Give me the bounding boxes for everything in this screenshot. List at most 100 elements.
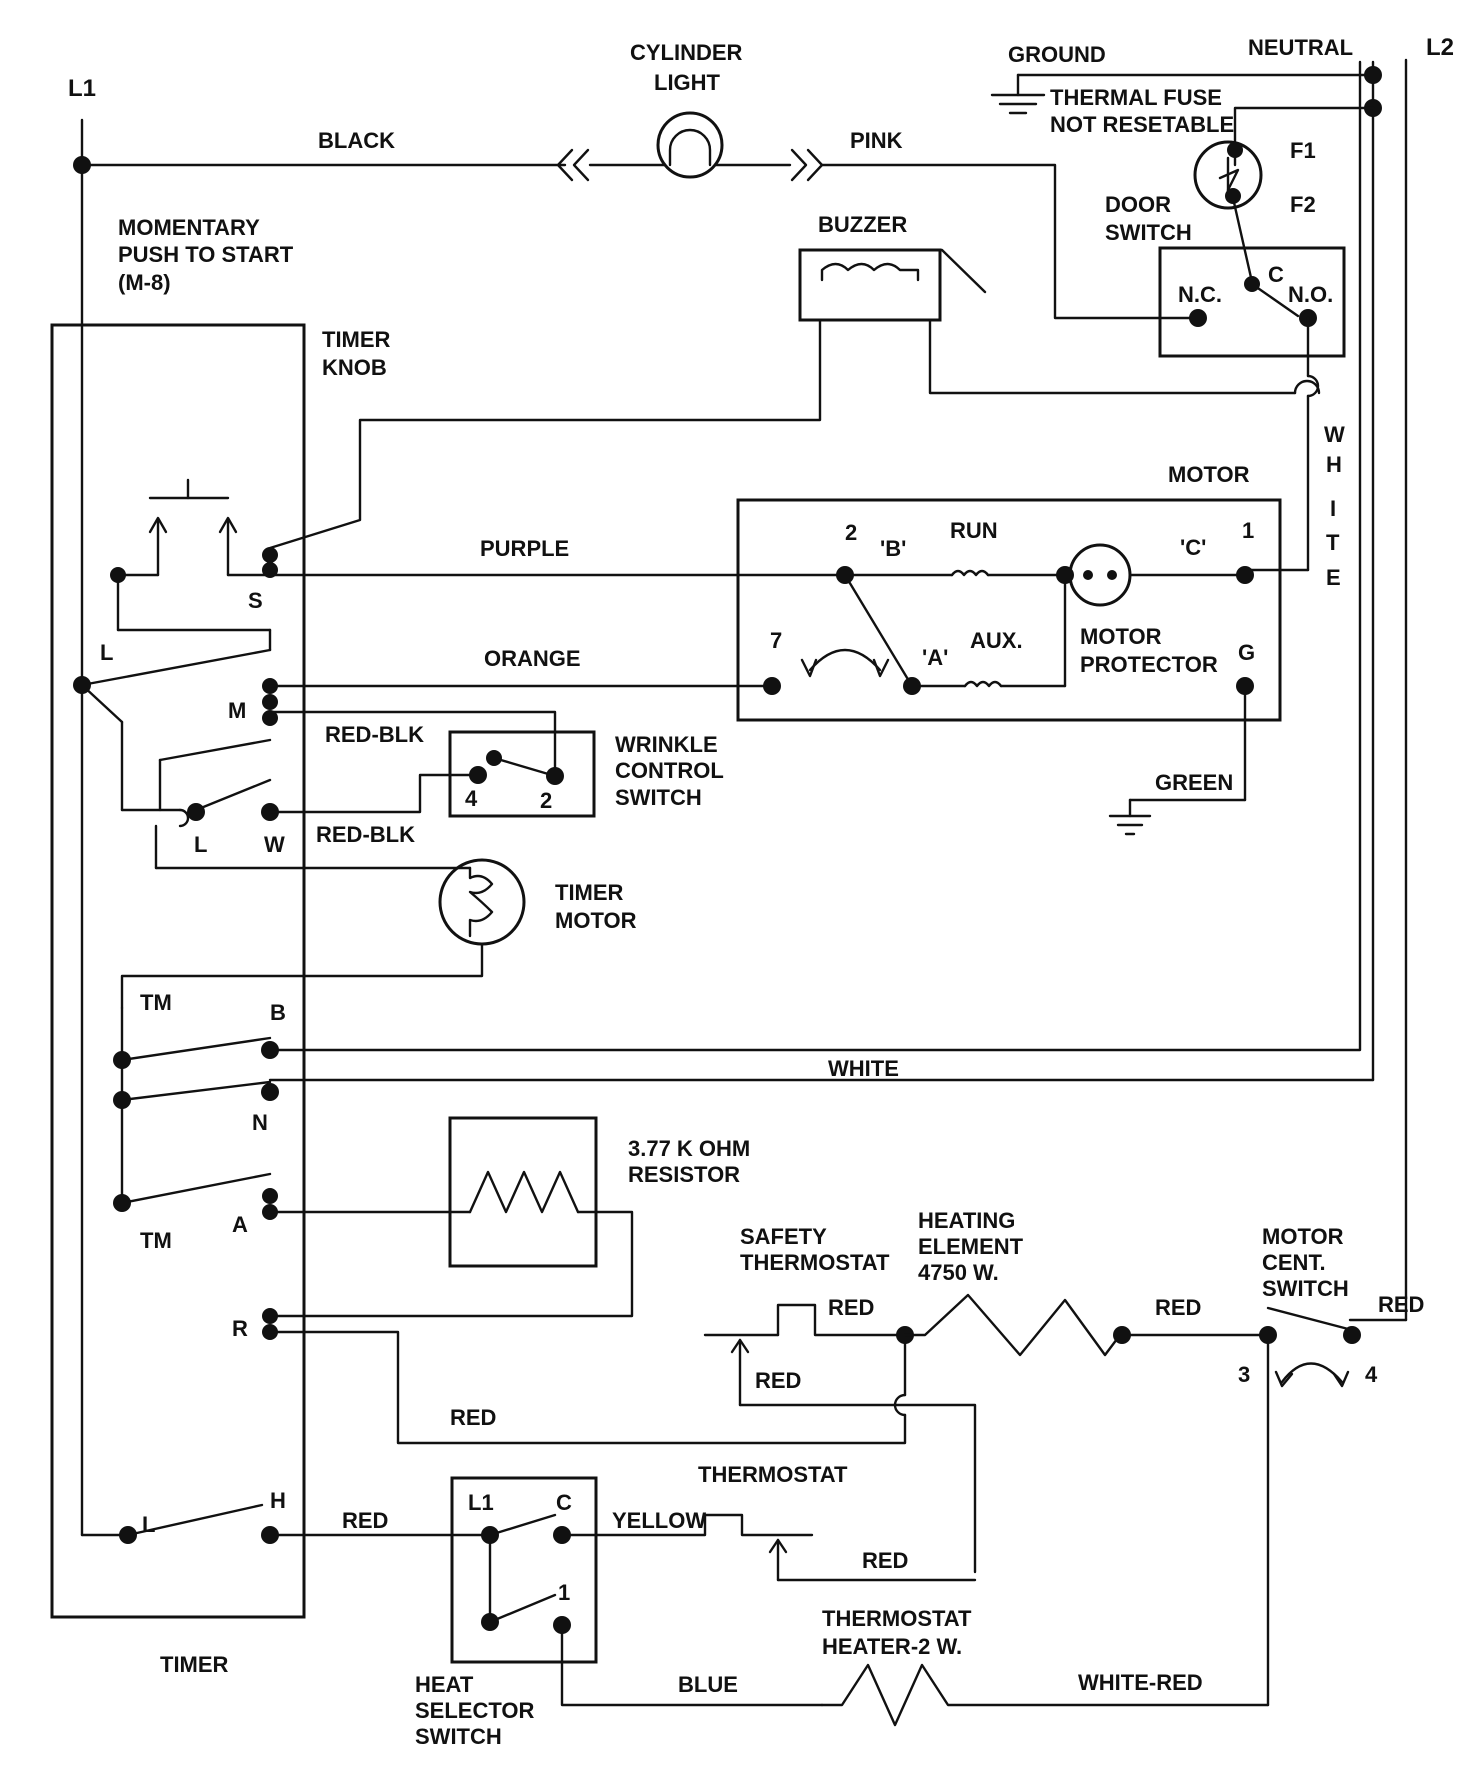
terminal-r-label: R: [232, 1316, 248, 1341]
cent-t4: [1343, 1326, 1361, 1344]
cylinder-light: [80, 111, 1197, 320]
motor: [736, 498, 1282, 836]
buzzer: [268, 248, 1321, 550]
white-letter-t: T: [1326, 530, 1340, 555]
white-letter-i: I: [1330, 496, 1336, 521]
motor-t7-label: 7: [770, 628, 782, 653]
door-switch-label-2: SWITCH: [1105, 220, 1192, 245]
resistor: [268, 1116, 634, 1318]
timer-body: [50, 323, 306, 1619]
terminal-h-dot: [261, 1526, 279, 1544]
terminal-tm-label: TM: [140, 990, 172, 1015]
terminal-r-dot-1: [262, 1308, 278, 1324]
terminal-l-dot: [73, 676, 91, 694]
motor-t2: [836, 566, 854, 584]
pink-wire-label: PINK: [850, 128, 903, 153]
red-blk-label-1: RED-BLK: [325, 722, 424, 747]
terminal-l2-label: L: [194, 832, 207, 857]
green-wire-label: GREEN: [1155, 770, 1233, 795]
red-thermostat-label: RED: [862, 1548, 908, 1573]
cent-t4-label: 4: [1365, 1362, 1378, 1387]
cent-switch-label-2: CENT.: [1262, 1250, 1326, 1275]
push-to-start: [116, 478, 272, 652]
motor-protector-label-1: MOTOR: [1080, 624, 1162, 649]
tm-dot-2: [113, 1091, 131, 1109]
wrinkle-control-switch: [268, 710, 596, 818]
door-c: [1244, 276, 1260, 292]
white-letter-w: W: [1324, 422, 1345, 447]
motor-t1: [1236, 566, 1254, 584]
timer-knob-label-2: KNOB: [322, 355, 387, 380]
l1-label: L1: [68, 75, 96, 102]
thermostat-heater-label-2: HEATER-2 W.: [822, 1634, 962, 1659]
white-letter-h: H: [1326, 452, 1342, 477]
wrinkle-t2: [546, 767, 564, 785]
fuse-f2: [1225, 188, 1241, 204]
momentary-label-1: MOMENTARY: [118, 215, 260, 240]
cent-t3-label: 3: [1238, 1362, 1250, 1387]
neutral-label: NEUTRAL: [1248, 35, 1353, 60]
motor-t2-label: 2: [845, 520, 857, 545]
red-element-label: RED: [1155, 1295, 1201, 1320]
terminal-a-label: A: [232, 1212, 248, 1237]
black-wire-label: BLACK: [318, 128, 395, 153]
motor-run-label: RUN: [950, 518, 998, 543]
momentary-label-3: (M-8): [118, 270, 171, 295]
timer-motor: [120, 858, 526, 1010]
terminal-w-label: W: [264, 832, 285, 857]
wrinkle-t4: [469, 766, 487, 784]
terminal-l3-label: L: [142, 1512, 155, 1537]
resistor-label-2: RESISTOR: [628, 1162, 740, 1187]
red-res-wire: [268, 1328, 907, 1445]
supply-lines: [80, 58, 1408, 1537]
cent-switch-label-1: MOTOR: [1262, 1224, 1344, 1249]
motor-run-node: [1056, 566, 1074, 584]
motor-protector-label-2: PROTECTOR: [1080, 652, 1218, 677]
l2-label: L2: [1426, 34, 1454, 61]
white-wire-label: WHITE: [828, 1056, 899, 1081]
heating-element-label-3: 4750 W.: [918, 1260, 999, 1285]
terminal-a-dot-1: [262, 1188, 278, 1204]
safety-thermostat-label-2: THERMOSTAT: [740, 1250, 890, 1275]
motor-a-label: 'A': [922, 645, 948, 670]
terminal-s-dot-1: [262, 547, 278, 563]
timer-tm-contacts: [120, 60, 1362, 1205]
door-switch-label-1: DOOR: [1105, 192, 1171, 217]
door-c-label: C: [1268, 262, 1284, 287]
terminal-l3-dot: [119, 1526, 137, 1544]
resistor-label-1: 3.77 K OHM: [628, 1136, 750, 1161]
heat-selector-t1: [553, 1616, 571, 1634]
heat-selector-l1-label: L1: [468, 1490, 494, 1515]
wrinkle-pivot: [486, 750, 502, 766]
wrinkle-t2-label: 2: [540, 788, 552, 813]
terminal-n-label: N: [252, 1110, 268, 1135]
safety-thermostat-label-1: SAFETY: [740, 1224, 827, 1249]
push-dot: [110, 567, 126, 583]
heating-element-node-right: [1113, 1326, 1131, 1344]
terminal-b-label: B: [270, 1000, 286, 1025]
timer-lm-contacts: [80, 648, 472, 870]
terminal-l2-dot: [187, 803, 205, 821]
heat-selector-t1-label: 1: [558, 1580, 570, 1605]
terminal-m-label: M: [228, 698, 246, 723]
thermostat-heater-label-1: THERMOSTAT: [822, 1606, 972, 1631]
door-nc: [1189, 309, 1207, 327]
wrinkle-label-2: CONTROL: [615, 758, 724, 783]
buzzer-label: BUZZER: [818, 212, 907, 237]
fuse-f2-label: F2: [1290, 192, 1316, 217]
fuse-f1: [1227, 142, 1243, 158]
wrinkle-label-3: SWITCH: [615, 785, 702, 810]
motor-aux-label: AUX.: [970, 628, 1023, 653]
red-cent-label: RED: [1378, 1292, 1424, 1317]
thermal-fuse-label-1: THERMAL FUSE: [1050, 85, 1222, 110]
terminal-b-dot: [261, 1041, 279, 1059]
red-res-label: RED: [450, 1405, 496, 1430]
cent-t3: [1259, 1326, 1277, 1344]
tm-dot-1: [113, 1051, 131, 1069]
motor-t7: [763, 677, 781, 695]
heat-selector-label-3: SWITCH: [415, 1724, 502, 1749]
door-nc-label: N.C.: [1178, 282, 1222, 307]
motor-label: MOTOR: [1168, 462, 1250, 487]
orange-wire-label: ORANGE: [484, 646, 581, 671]
